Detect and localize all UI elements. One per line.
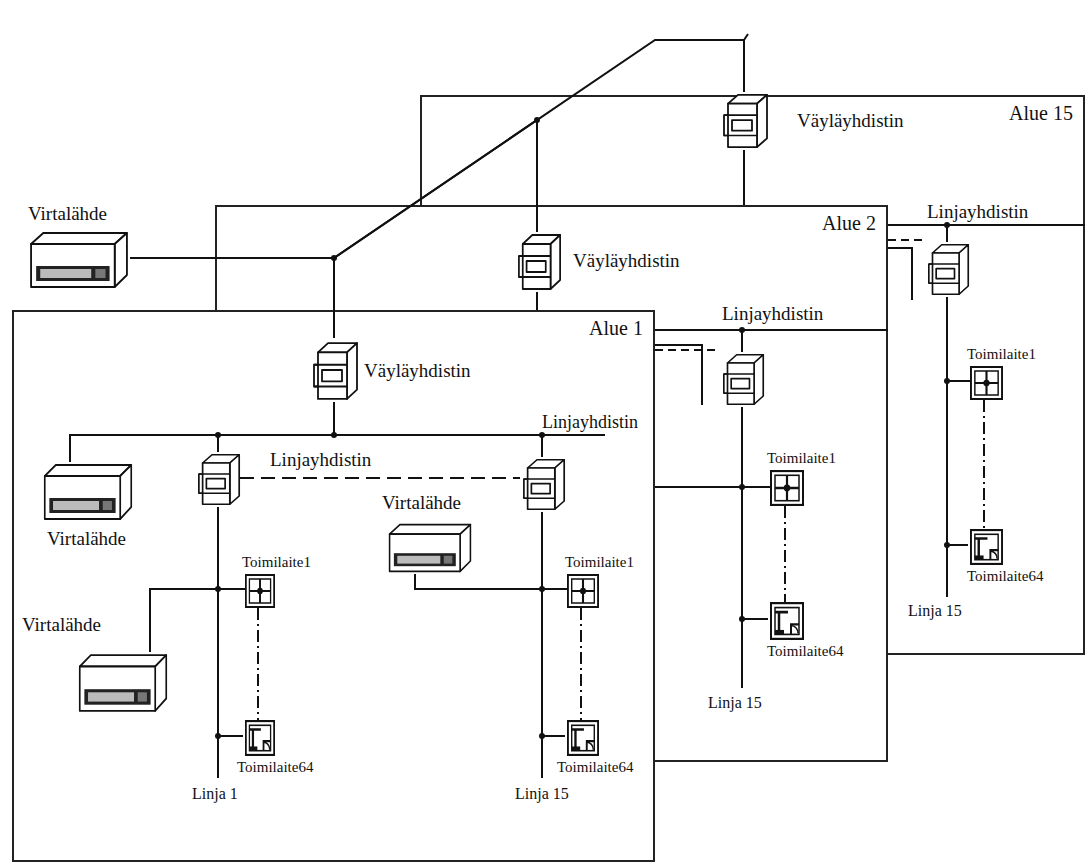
area-title: Alue 2: [822, 212, 876, 235]
line-coupler-icon: [927, 242, 971, 297]
line-coupler: Linjayhdistin: [722, 352, 766, 407]
power-supply: Virtalähde: [77, 652, 169, 714]
area-title: Alue 1: [589, 317, 643, 340]
device-label: Väyläyhdistin: [573, 250, 680, 272]
area-title: Alue 15: [1009, 102, 1073, 125]
power-supply-icon: [28, 230, 130, 290]
device-label: Virtalähde: [47, 528, 126, 550]
backbone-coupler-icon: [722, 92, 770, 150]
bus-line: [218, 507, 245, 589]
line-coupler: Linjayhdistin: [197, 452, 242, 507]
actuator-device: Toimilaite1: [970, 366, 1003, 400]
power-supply-icon: [77, 652, 169, 714]
actuator-device-icon: [245, 720, 275, 756]
line-label: Linja 15: [515, 785, 569, 803]
line-label: Linja 1: [192, 785, 238, 803]
device-label: Linjayhdistin: [722, 303, 823, 325]
device-label: Virtalähde: [382, 492, 461, 514]
device-chain-line: [784, 506, 786, 602]
bus-line: [130, 40, 744, 258]
power-supply-icon: [42, 462, 134, 522]
device-label: Toimilaite1: [242, 554, 311, 571]
actuator-device: Toimilaite64: [245, 720, 275, 756]
actuator-device: Toimilaite64: [567, 720, 599, 756]
actuator-device-icon: [970, 529, 1003, 565]
line-coupler-icon: [197, 452, 242, 507]
actuator-device-icon: [245, 574, 275, 608]
bus-line: [742, 407, 770, 487]
actuator-device: Toimilaite64: [970, 529, 1003, 565]
device-label: Toimilaite64: [237, 759, 313, 776]
power-supply: Virtalähde: [387, 522, 473, 574]
actuator-device-icon: [970, 366, 1003, 400]
actuator-device: Toimilaite1: [770, 470, 804, 506]
device-label: Linjayhdistin: [542, 412, 638, 433]
device-chain-line: [580, 608, 582, 720]
bus-line: [130, 258, 334, 340]
backbone-coupler-icon: [312, 340, 360, 402]
device-label: Toimilaite1: [767, 450, 836, 467]
line-coupler-icon: [522, 457, 567, 512]
line-coupler: Linjayhdistin: [927, 242, 971, 297]
bus-line: [130, 120, 537, 258]
power-supply: Virtalähde: [28, 230, 130, 290]
actuator-device: Toimilaite1: [245, 574, 275, 608]
device-label: Toimilaite64: [767, 643, 843, 660]
actuator-device-icon: [567, 720, 599, 756]
device-chain-line: [983, 400, 985, 529]
bus-line: [947, 297, 970, 381]
device-label: Virtalähde: [22, 614, 101, 636]
power-supply-icon: [387, 522, 473, 574]
line-coupler-icon: [722, 352, 766, 407]
actuator-device-icon: [770, 602, 804, 640]
backbone-coupler-icon: [517, 232, 563, 292]
device-label: Toimilaite1: [967, 346, 1036, 363]
backbone-coupler: Väyläyhdistin: [517, 232, 563, 292]
device-label: Väyläyhdistin: [797, 110, 904, 132]
area-panel: Alue 1 VäyläyhdistinVirtalähde Linjayhdist…: [12, 310, 655, 862]
device-label: Toimilaite64: [557, 759, 633, 776]
device-label: Väyläyhdistin: [364, 360, 471, 382]
line-label: Linja 15: [908, 602, 962, 620]
bus-line: [150, 589, 245, 652]
bus-line: [218, 402, 334, 452]
device-label: Linjayhdistin: [270, 449, 371, 471]
device-label: Toimilaite64: [967, 568, 1043, 585]
line-label: Linja 15: [708, 694, 762, 712]
actuator-device-icon: [770, 470, 804, 506]
actuator-device-icon: [567, 574, 599, 608]
power-supply: Virtalähde: [42, 462, 134, 522]
bus-line: [542, 512, 567, 589]
backbone-coupler: Väyläyhdistin: [722, 92, 770, 150]
device-label: Linjayhdistin: [927, 201, 1028, 223]
actuator-device: Toimilaite1: [567, 574, 599, 608]
bus-line: [415, 574, 567, 589]
backbone-coupler: Väyläyhdistin: [312, 340, 360, 402]
line-coupler: Linjayhdistin: [522, 457, 567, 512]
device-chain-line: [257, 608, 259, 720]
bus-line: [334, 402, 542, 457]
actuator-device: Toimilaite64: [770, 602, 804, 640]
device-label: Virtalähde: [28, 203, 107, 225]
device-label: Toimilaite1: [565, 554, 634, 571]
